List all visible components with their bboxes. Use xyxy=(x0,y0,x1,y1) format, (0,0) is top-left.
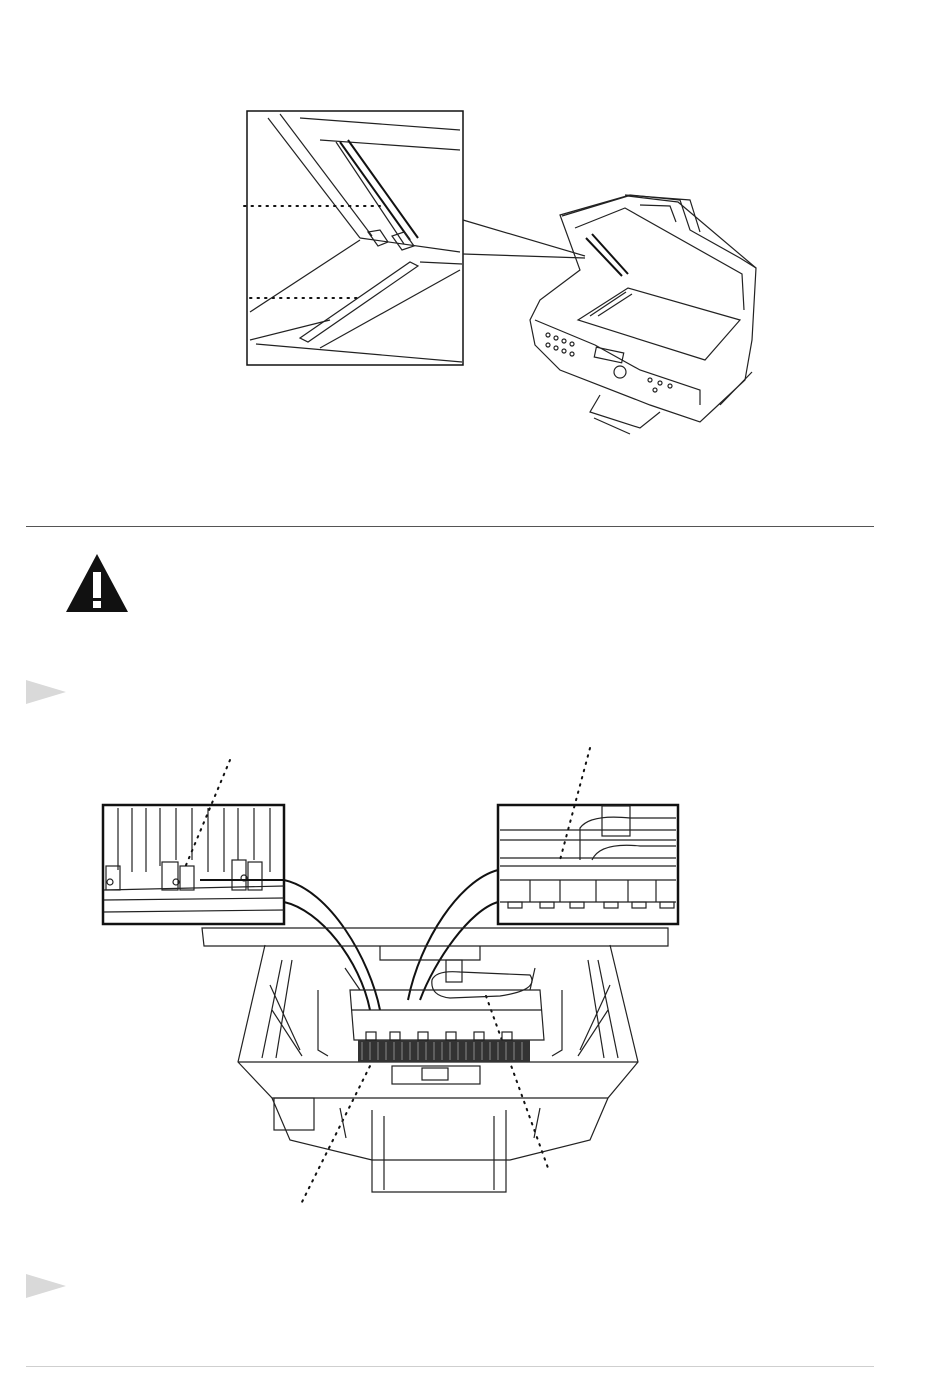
warning-triangle-icon xyxy=(64,552,130,614)
printer-interior-illustration xyxy=(0,730,950,1220)
scanner-glass-illustration xyxy=(0,0,950,480)
step-arrow-icon xyxy=(26,680,66,704)
section-divider xyxy=(26,526,874,527)
footer-divider xyxy=(26,1366,874,1367)
step-arrow-icon xyxy=(26,1274,66,1298)
